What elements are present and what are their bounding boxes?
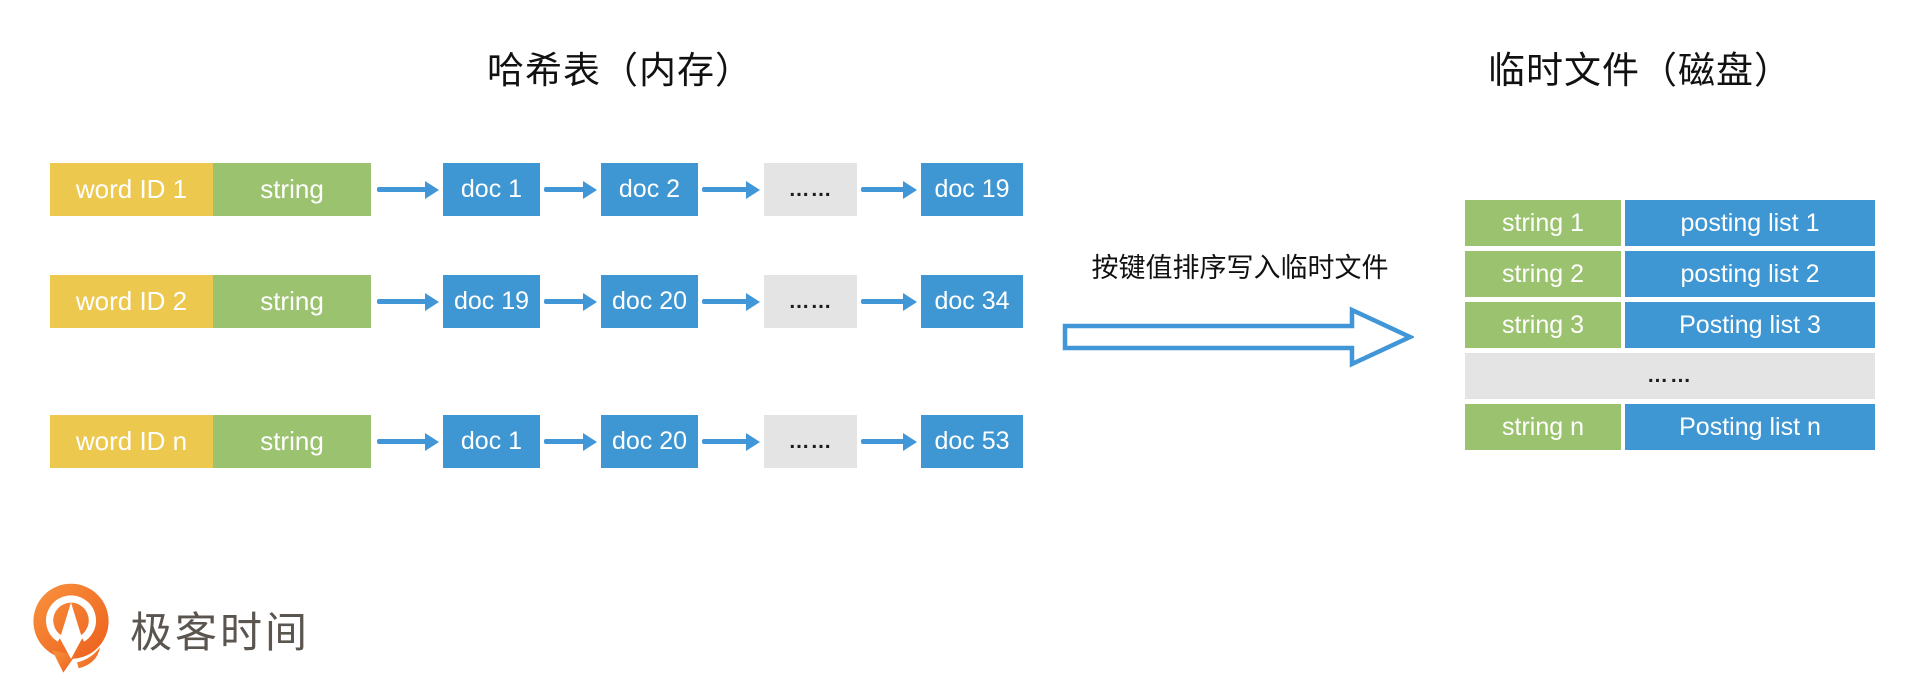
bulk-transfer-arrow-icon [1062,306,1414,368]
hash-table-title: 哈希表（内存） [487,50,753,91]
logo-text: 极客时间 [130,608,311,656]
doc-node: doc 20 [601,275,698,328]
string-key-cell: string 1 [1465,200,1621,246]
hash-row: word ID n string doc 1 doc 20 …… doc 53 [0,415,1100,468]
arrow-right-icon [861,415,917,468]
doc-node: doc 34 [921,275,1023,328]
arrow-right-icon [544,415,597,468]
hash-row: word ID 1 string doc 1 doc 2 …… doc 19 [0,163,1100,216]
doc-node: doc 53 [921,415,1023,468]
posting-list-cell: posting list 2 [1625,251,1875,297]
table-row-ellipsis: …… [1465,353,1875,399]
arrow-right-icon [377,163,439,216]
arrow-right-icon [861,163,917,216]
word-id-cell: word ID 2 [50,275,213,328]
string-cell: string [213,415,371,468]
arrow-right-icon [861,275,917,328]
temp-file-table: string 1 posting list 1 string 2 posting… [1465,200,1875,450]
geektime-logo-icon [33,583,109,673]
word-id-cell: word ID 1 [50,163,213,216]
doc-node: doc 19 [921,163,1023,216]
doc-node: doc 1 [443,163,540,216]
ellipsis-node: …… [764,163,857,216]
hash-row: word ID 2 string doc 19 doc 20 …… doc 34 [0,275,1100,328]
geektime-logo: 极客时间 [28,582,310,676]
ellipsis-node: …… [764,275,857,328]
doc-node: doc 20 [601,415,698,468]
arrow-right-icon [702,275,760,328]
arrow-right-icon [377,275,439,328]
doc-node: doc 19 [443,275,540,328]
arrow-right-icon [544,163,597,216]
table-row: string n Posting list n [1465,404,1875,450]
table-row: string 3 Posting list 3 [1465,302,1875,348]
table-row: string 2 posting list 2 [1465,251,1875,297]
ellipsis-cell: …… [1465,353,1875,399]
posting-list-cell: posting list 1 [1625,200,1875,246]
transfer-label: 按键值排序写入临时文件 [1091,253,1389,283]
temp-file-title: 临时文件（磁盘） [1488,50,1792,91]
doc-node: doc 1 [443,415,540,468]
string-cell: string [213,163,371,216]
posting-list-cell: Posting list n [1625,404,1875,450]
string-cell: string [213,275,371,328]
arrow-right-icon [702,163,760,216]
arrow-right-icon [544,275,597,328]
string-key-cell: string n [1465,404,1621,450]
arrow-right-icon [702,415,760,468]
ellipsis-node: …… [764,415,857,468]
string-key-cell: string 2 [1465,251,1621,297]
doc-node: doc 2 [601,163,698,216]
word-id-cell: word ID n [50,415,213,468]
table-row: string 1 posting list 1 [1465,200,1875,246]
posting-list-cell: Posting list 3 [1625,302,1875,348]
string-key-cell: string 3 [1465,302,1621,348]
arrow-right-icon [377,415,439,468]
